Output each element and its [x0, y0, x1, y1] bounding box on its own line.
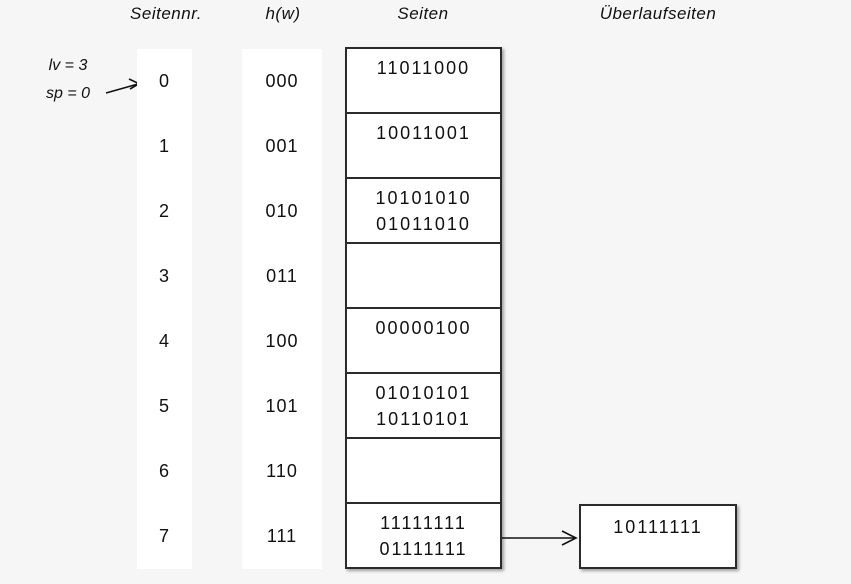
record-value: 00000100	[375, 318, 472, 338]
hash-value: 011	[266, 266, 298, 286]
page-number: 5	[158, 396, 170, 416]
page-cell-7: 11111111 01111111	[347, 502, 500, 567]
split-pointer-value: sp = 0	[45, 85, 91, 102]
record-value: 01010101	[375, 383, 472, 403]
page-number: 0	[158, 71, 170, 91]
hash-value: 100	[265, 331, 299, 351]
record-value: 10111111	[613, 517, 703, 537]
record-value: 10101010	[375, 188, 472, 208]
page-number: 2	[158, 201, 170, 221]
page-number: 3	[158, 266, 170, 286]
page-cell-4: 00000100	[347, 307, 500, 372]
column-header-ueberlaufseiten: Überlaufseiten	[599, 4, 717, 23]
pages-table: 11011000 10011001 10101010 01011010 0000…	[345, 47, 502, 569]
column-header-seitennr: Seitennr.	[130, 4, 202, 23]
arrow-right-icon	[502, 530, 578, 546]
page-number: 1	[158, 136, 170, 156]
column-header-seiten: Seiten	[397, 4, 449, 23]
column-header-hash-function: h(w)	[265, 4, 301, 23]
hash-value: 010	[265, 201, 299, 221]
hash-value-column: 000 001 010 011 100 101 110 111	[242, 49, 322, 569]
page-cell-3	[347, 242, 500, 307]
overflow-page: 10111111	[579, 504, 737, 569]
page-cell-5: 01010101 10110101	[347, 372, 500, 437]
page-cell-2: 10101010 01011010	[347, 177, 500, 242]
hash-value: 110	[266, 461, 298, 481]
page-number: 4	[158, 331, 170, 351]
record-value: 10110101	[376, 409, 471, 429]
state-annotation: lv = 3 sp = 0	[34, 52, 102, 108]
page-cell-0: 11011000	[347, 49, 500, 112]
record-value: 11011000	[376, 58, 471, 78]
hash-value: 001	[265, 136, 299, 156]
page-number: 7	[158, 526, 170, 546]
hash-value: 101	[265, 396, 299, 416]
record-value: 10011001	[376, 123, 471, 143]
level-value: lv = 3	[48, 57, 88, 74]
page-number: 6	[158, 461, 170, 481]
record-value: 11111111	[380, 513, 467, 533]
hash-value: 000	[265, 71, 299, 91]
page-number-column: 0 1 2 3 4 5 6 7	[137, 49, 192, 569]
record-value: 01111111	[379, 539, 468, 559]
record-value: 01011010	[376, 214, 471, 234]
page-cell-1: 10011001	[347, 112, 500, 177]
hash-value: 111	[266, 526, 298, 546]
page-cell-6	[347, 437, 500, 502]
